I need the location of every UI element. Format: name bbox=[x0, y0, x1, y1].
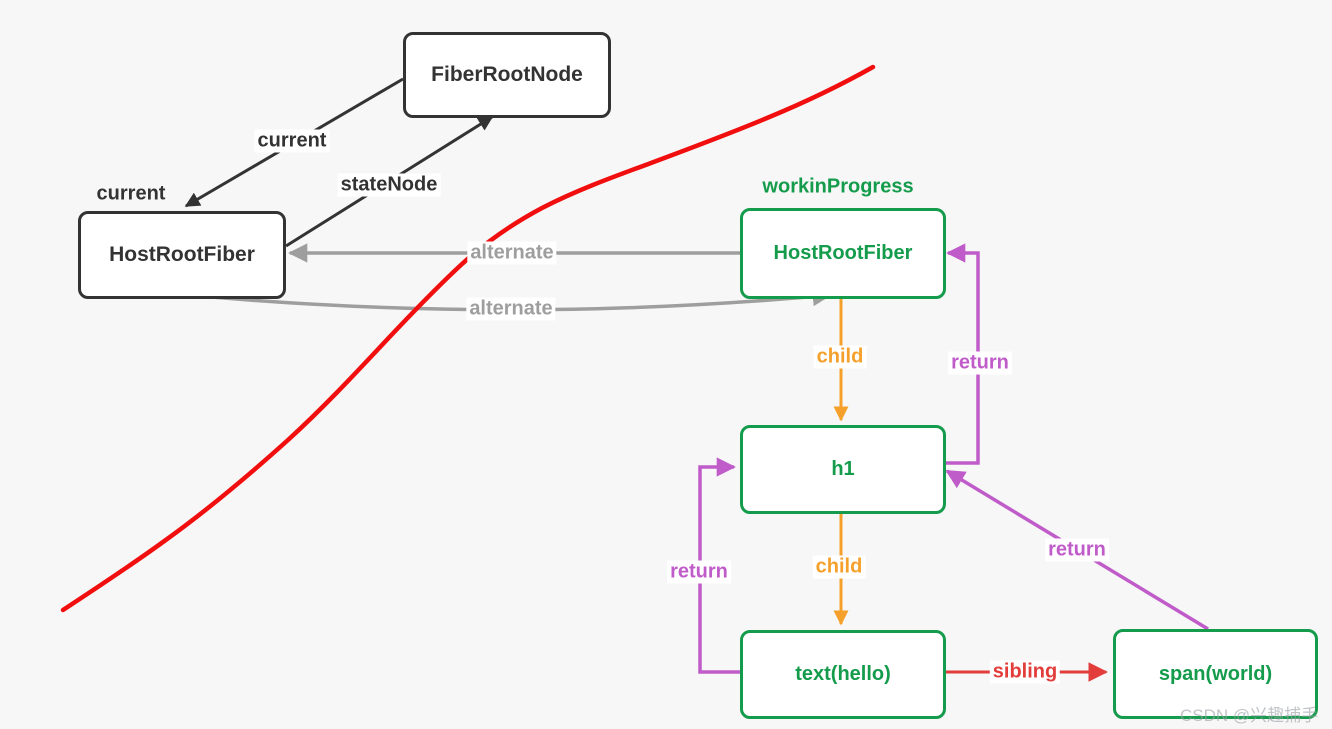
node-hostrootfiber-current: HostRootFiber bbox=[78, 211, 286, 299]
node-h1-label: h1 bbox=[831, 458, 855, 480]
label-workinprogress: workinProgress bbox=[762, 175, 914, 198]
node-fiberrootnode: FiberRootNode bbox=[403, 32, 611, 118]
label-return-left: return bbox=[667, 560, 731, 584]
node-fiberrootnode-label: FiberRootNode bbox=[431, 63, 583, 86]
label-current-arrow: current bbox=[254, 129, 330, 153]
label-alternate-bottom: alternate bbox=[466, 297, 556, 321]
label-current-pointer: current bbox=[96, 182, 166, 205]
csdn-watermark: CSDN @兴趣捕手 bbox=[1180, 706, 1319, 725]
label-sibling: sibling bbox=[989, 660, 1061, 684]
red-divider-freehand-line bbox=[60, 64, 876, 613]
label-statenode: stateNode bbox=[337, 173, 441, 197]
label-child-top: child bbox=[813, 345, 867, 369]
node-span-world-label: span(world) bbox=[1158, 662, 1273, 685]
label-child-bottom: child bbox=[812, 555, 866, 579]
node-hostrootfiber-wip: HostRootFiber bbox=[740, 208, 946, 299]
node-span-world: span(world) bbox=[1113, 629, 1318, 719]
label-return-right: return bbox=[948, 351, 1012, 375]
node-text-hello: text(hello) bbox=[740, 630, 946, 719]
node-hostrootfiber-current-label: HostRootFiber bbox=[109, 243, 255, 266]
node-text-hello-label: text(hello) bbox=[795, 663, 891, 685]
node-hostrootfiber-wip-label: HostRootFiber bbox=[773, 242, 913, 264]
label-alternate-top: alternate bbox=[467, 241, 557, 265]
node-h1: h1 bbox=[740, 425, 946, 514]
label-return-diagonal: return bbox=[1045, 538, 1109, 562]
